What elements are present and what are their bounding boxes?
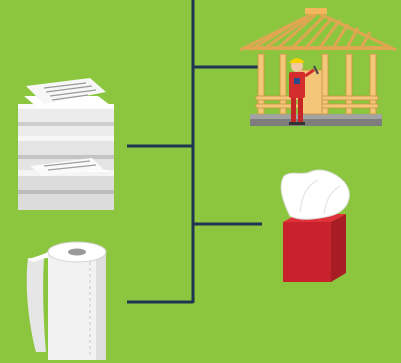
paper-stack-icon bbox=[18, 78, 114, 210]
tissue-box-icon bbox=[281, 170, 349, 282]
paper-towel-roll-icon bbox=[27, 242, 106, 360]
